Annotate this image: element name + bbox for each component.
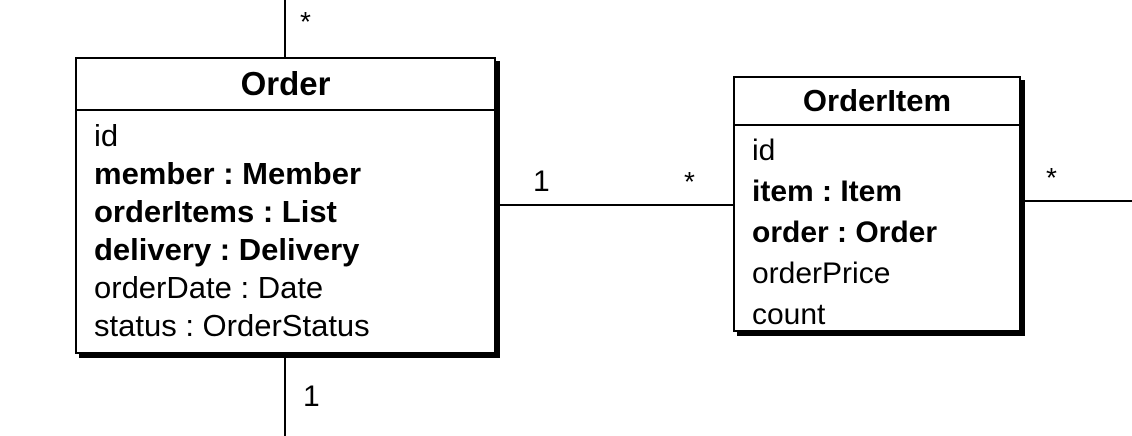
orderitem-attribute: order : Order xyxy=(752,216,938,249)
order-attribute: id xyxy=(94,118,119,153)
order-bottom-multiplicity: 1 xyxy=(303,380,320,413)
order-attribute: delivery : Delivery xyxy=(94,232,360,267)
orderitem-attribute: count xyxy=(752,298,826,331)
order-side-multiplicity: 1 xyxy=(533,165,550,198)
order-top-multiplicity: * xyxy=(300,6,311,37)
order-attribute: orderDate : Date xyxy=(94,270,324,305)
orderitem-right-multiplicity: * xyxy=(1046,162,1057,193)
order-orderitem-relation-line xyxy=(496,204,734,206)
order-entity-title: Order xyxy=(77,59,494,111)
orderitem-right-relation-line xyxy=(1021,200,1132,202)
orderitem-attribute: item : Item xyxy=(752,175,903,208)
order-attribute: member : Member xyxy=(94,156,362,191)
orderitem-attribute-list: id item : Item order : Order orderPrice … xyxy=(735,126,1019,335)
order-bottom-relation-line xyxy=(284,354,286,436)
orderitem-left-multiplicity: * xyxy=(684,166,695,197)
orderitem-entity-box: OrderItem id item : Item order : Order o… xyxy=(733,76,1021,332)
orderitem-entity-title: OrderItem xyxy=(735,78,1019,126)
order-entity-box: Order id member : Member orderItems : Li… xyxy=(75,57,496,354)
orderitem-attribute: orderPrice xyxy=(752,257,891,290)
order-attribute: orderItems : List xyxy=(94,194,337,229)
order-attribute: status : OrderStatus xyxy=(94,308,370,343)
order-attribute-list: id member : Member orderItems : List del… xyxy=(77,111,494,345)
order-top-relation-line xyxy=(284,0,286,58)
orderitem-attribute: id xyxy=(752,134,776,167)
